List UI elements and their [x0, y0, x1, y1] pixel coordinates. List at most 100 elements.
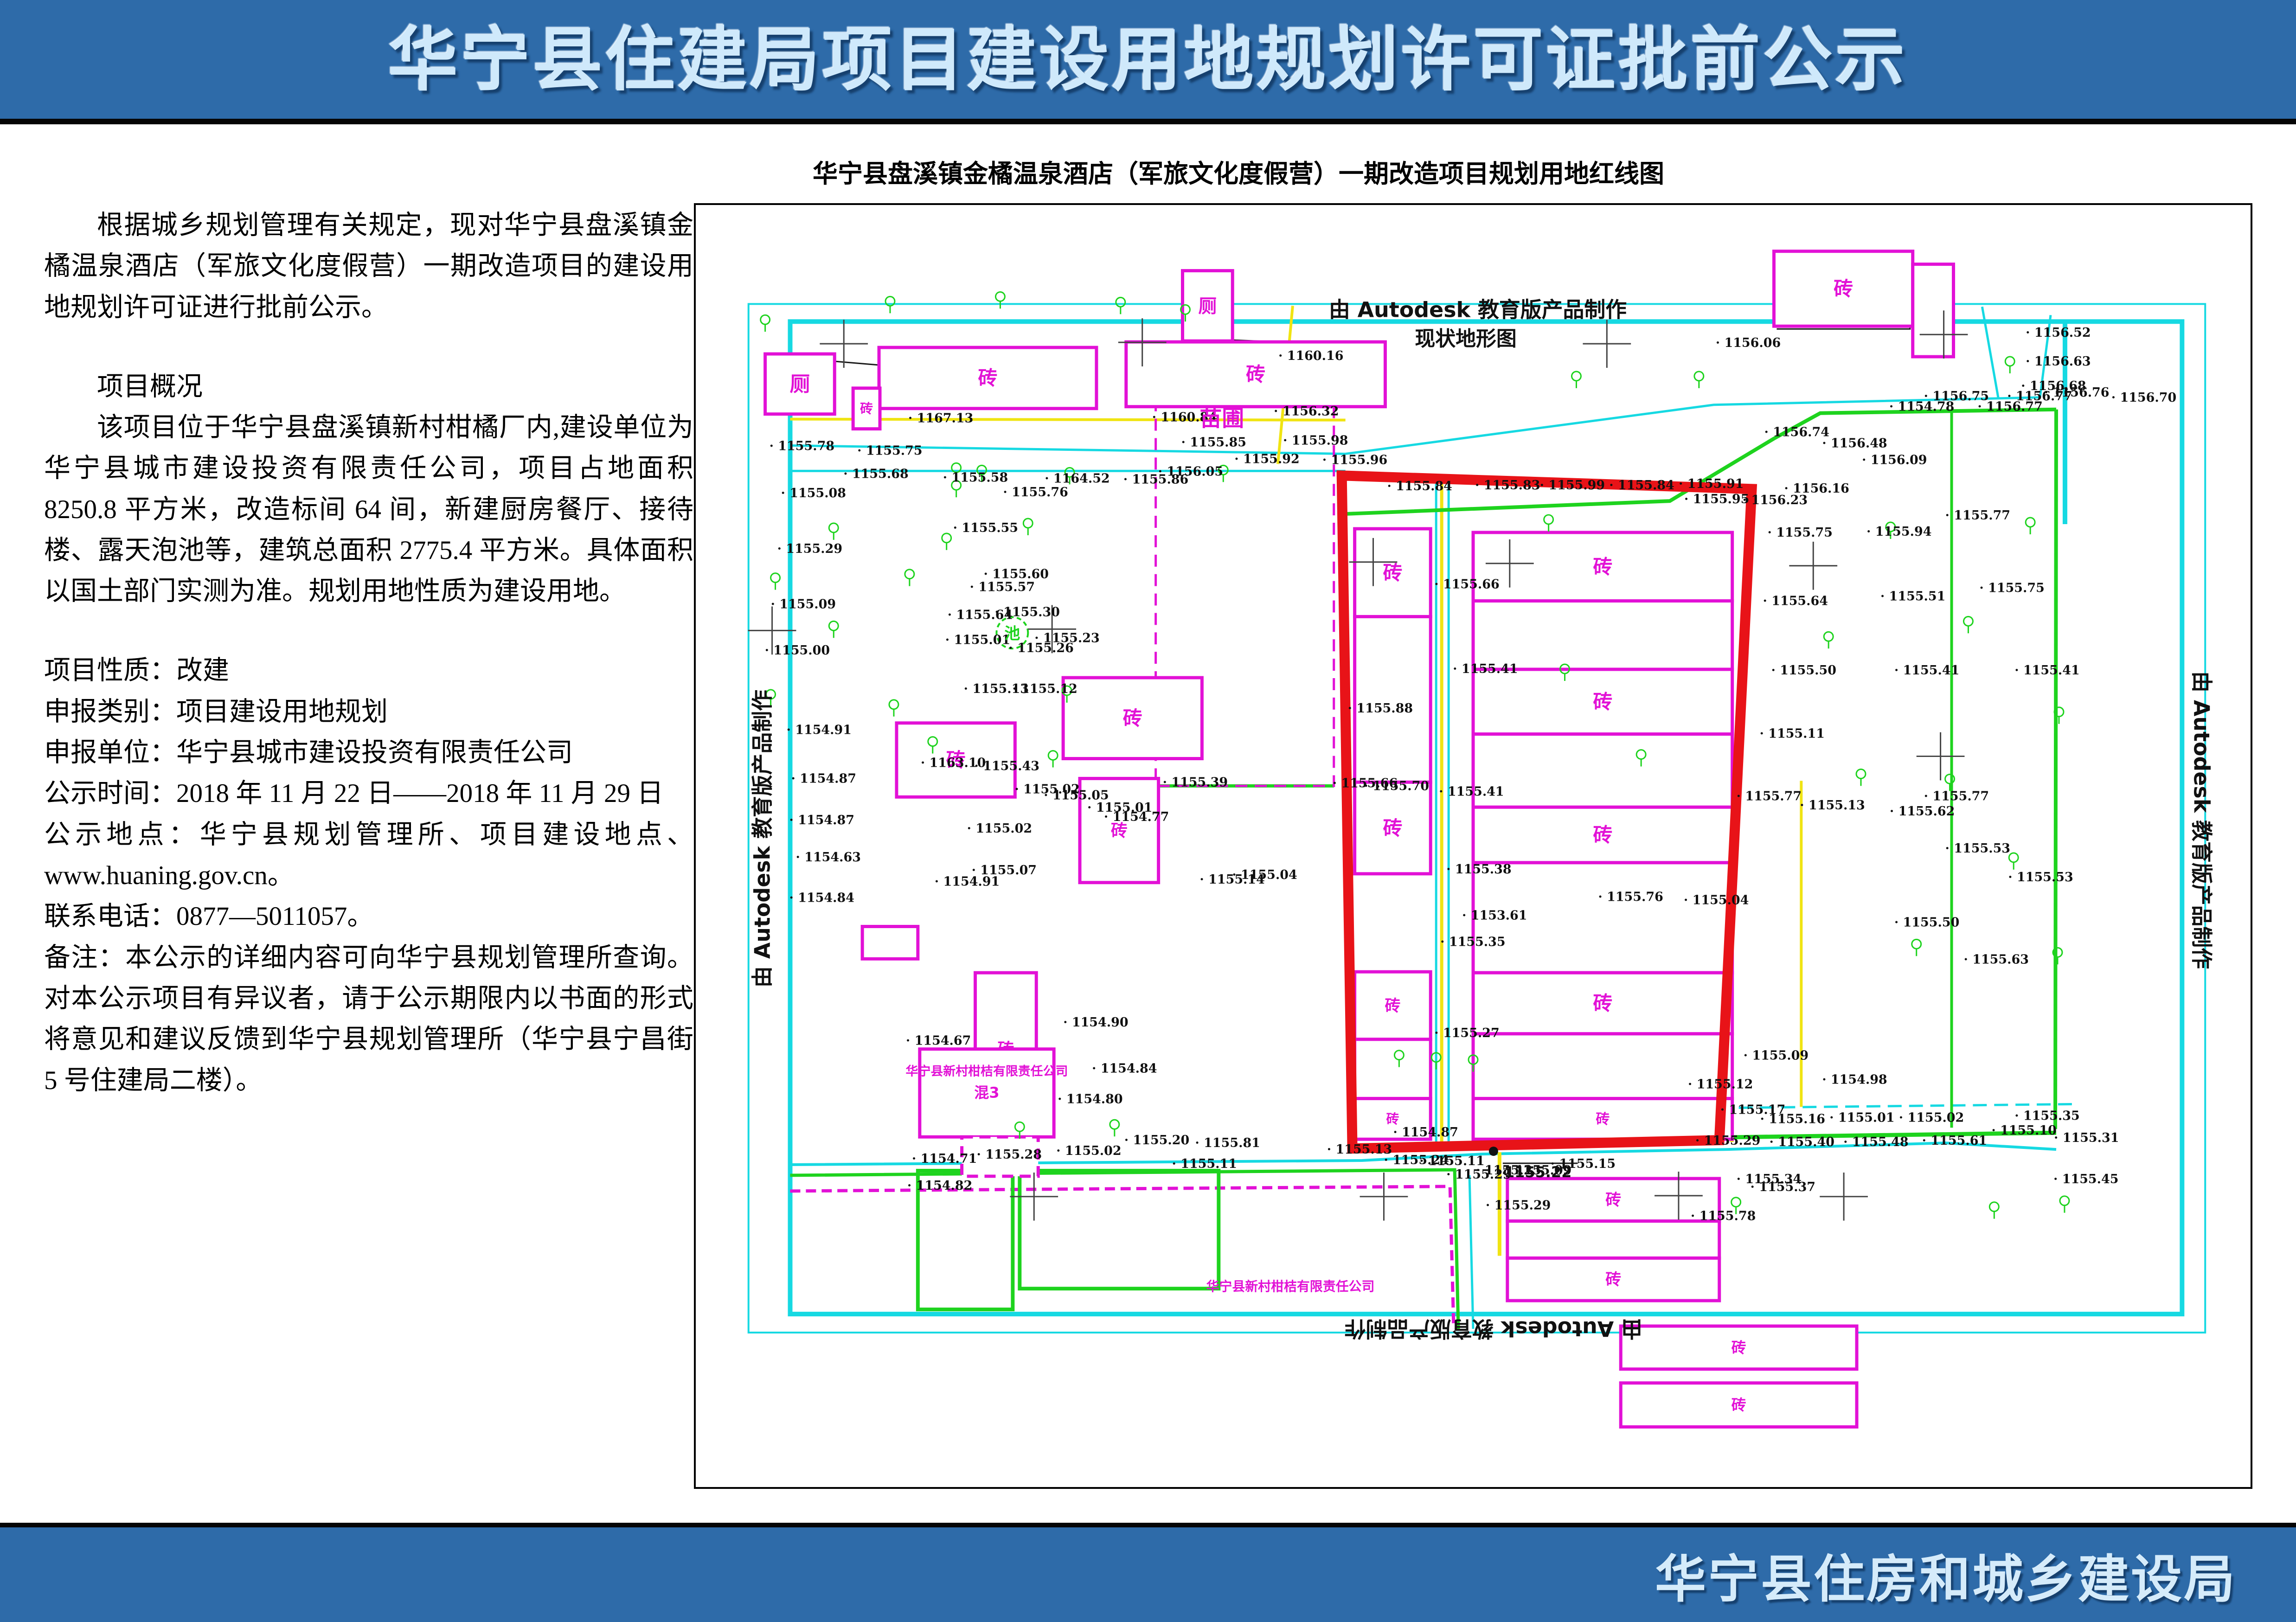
svg-text:· 1155.63: · 1155.63 — [1963, 952, 2028, 967]
svg-text:· 1156.68: · 1156.68 — [2021, 379, 2086, 393]
notice-line-remark: 备注：本公示的详细内容可向华宁县规划管理所查询。对本公示项目有异议者，请于公示期… — [44, 942, 693, 1095]
map-caption: 华宁县盘溪镇金橘温泉酒店（军旅文化度假营）一期改造项目规划用地红线图 — [813, 160, 1664, 188]
svg-text:· 1155.75: · 1155.75 — [1979, 581, 2044, 596]
svg-text:砖: 砖 — [1123, 707, 1142, 730]
svg-text:· 1155.68: · 1155.68 — [843, 467, 908, 481]
svg-text:砖: 砖 — [1605, 1270, 1621, 1289]
svg-text:· 1155.16: · 1155.16 — [1760, 1112, 1825, 1126]
svg-text:· 1155.55: · 1155.55 — [953, 521, 1018, 535]
svg-text:· 1160.84: · 1160.84 — [1152, 410, 1217, 425]
site-plan-map: 厕砖砖砖厕砖砖砖砖砖砖砖砖砖砖砖砖砖砖砖砖砖砖· 1167.13· 1160.8… — [747, 250, 2214, 1429]
svg-text:· 1156.32: · 1156.32 — [1274, 404, 1339, 419]
svg-text:· 1167.13: · 1167.13 — [908, 411, 973, 426]
svg-text:· 1155.99: · 1155.99 — [1540, 478, 1605, 493]
svg-text:· 1154.71: · 1154.71 — [912, 1152, 977, 1166]
svg-text:· 1155.29: · 1155.29 — [1486, 1199, 1551, 1213]
svg-text:· 1155.98: · 1155.98 — [1283, 434, 1348, 448]
svg-text:· 1155.62: · 1155.62 — [1890, 804, 1955, 819]
svg-text:· 1155.66: · 1155.66 — [1333, 776, 1398, 790]
svg-text:· 1155.66: · 1155.66 — [1434, 577, 1499, 592]
svg-text:· 1155.76: · 1155.76 — [1598, 890, 1663, 904]
svg-text:· 1155.81: · 1155.81 — [1195, 1136, 1260, 1150]
svg-text:· 1155.91: · 1155.91 — [1679, 477, 1744, 491]
svg-text:· 1155.88: · 1155.88 — [1348, 701, 1413, 716]
svg-text:· 1155.10: · 1155.10 — [1991, 1123, 2056, 1138]
svg-text:· 1155.28: · 1155.28 — [977, 1148, 1042, 1162]
notice-line-category: 申报类别：项目建设用地规划 — [44, 697, 388, 726]
svg-text:· 1155.23: · 1155.23 — [1034, 631, 1099, 645]
svg-text:· 1155.04: · 1155.04 — [1684, 893, 1749, 908]
svg-text:· 1155.78: · 1155.78 — [1691, 1209, 1756, 1224]
svg-text:砖: 砖 — [1111, 821, 1128, 840]
svg-text:由 Autodesk 教育版产品制作: 由 Autodesk 教育版产品制作 — [1329, 297, 1627, 322]
svg-text:· 1156.23: · 1156.23 — [1743, 493, 1808, 507]
svg-text:池: 池 — [1004, 624, 1020, 642]
svg-text:厕: 厕 — [790, 372, 810, 396]
svg-text:· 1156.09: · 1156.09 — [1862, 453, 1927, 467]
svg-text:· 1155.26: · 1155.26 — [1008, 641, 1073, 655]
svg-text:· 1156.77: · 1156.77 — [1977, 400, 2042, 414]
svg-text:· 1155.84: · 1155.84 — [1609, 478, 1674, 493]
svg-text:· 1155.12: · 1155.12 — [1688, 1077, 1753, 1091]
svg-text:· 1154.82: · 1154.82 — [907, 1179, 972, 1193]
svg-text:砖: 砖 — [1732, 1396, 1746, 1414]
svg-text:· 1155.29: · 1155.29 — [1695, 1134, 1760, 1148]
svg-text:· 1155.43: · 1155.43 — [975, 759, 1039, 773]
svg-text:· 1155.09: · 1155.09 — [771, 597, 836, 611]
svg-text:· 1155.07: · 1155.07 — [972, 863, 1037, 878]
svg-text:· 1155.53: · 1155.53 — [1945, 841, 2010, 856]
svg-text:· 1155.95: · 1155.95 — [1684, 492, 1749, 506]
svg-text:· 1155.25: · 1155.25 — [1476, 1163, 1541, 1178]
svg-text:· 1155.09: · 1155.09 — [1744, 1049, 1809, 1063]
notice-line-applicant: 申报单位：华宁县城市建设投资有限责任公司 — [44, 738, 573, 768]
svg-text:· 1154.67: · 1154.67 — [906, 1034, 971, 1048]
svg-text:· 1155.58: · 1155.58 — [943, 470, 1008, 485]
svg-text:· 1154.80: · 1154.80 — [1058, 1092, 1122, 1106]
svg-text:· 1155.41: · 1155.41 — [1439, 784, 1504, 799]
svg-text:砖: 砖 — [1593, 992, 1612, 1015]
svg-text:砖: 砖 — [1593, 555, 1612, 578]
svg-text:砖: 砖 — [1596, 1111, 1610, 1128]
svg-text:· 1154.78: · 1154.78 — [1889, 400, 1954, 414]
svg-text:· 1155.30: · 1155.30 — [994, 605, 1059, 619]
svg-text:· 1155.51: · 1155.51 — [1880, 590, 1945, 604]
svg-text:1155.22: 1155.22 — [1504, 1163, 1571, 1181]
svg-text:· 1155.38: · 1155.38 — [1446, 862, 1511, 877]
svg-text:由 Autodesk 教育版产品制作: 由 Autodesk 教育版产品制作 — [2189, 671, 2214, 969]
svg-text:· 1155.41: · 1155.41 — [1894, 663, 1959, 678]
svg-text:· 1155.64: · 1155.64 — [948, 608, 1013, 622]
svg-text:· 1155.11: · 1155.11 — [1172, 1157, 1237, 1171]
svg-text:· 1160.16: · 1160.16 — [1278, 349, 1343, 363]
svg-text:· 1154.84: · 1154.84 — [1092, 1062, 1157, 1076]
svg-text:· 1156.77: · 1156.77 — [2007, 389, 2072, 404]
svg-text:· 1155.53: · 1155.53 — [2008, 870, 2073, 885]
svg-text:· 1155.04: · 1155.04 — [1232, 868, 1297, 882]
svg-text:砖: 砖 — [1732, 1339, 1746, 1357]
svg-text:· 1155.01: · 1155.01 — [945, 633, 1010, 647]
svg-text:· 1155.83: · 1155.83 — [1475, 478, 1540, 493]
svg-text:· 1155.09: · 1155.09 — [1507, 1163, 1571, 1178]
svg-text:· 1155.77: · 1155.77 — [1737, 789, 1802, 803]
svg-text:· 1155.11: · 1155.11 — [1419, 1154, 1484, 1168]
svg-text:· 1154.91: · 1154.91 — [787, 723, 852, 737]
svg-text:· 1155.50: · 1155.50 — [1771, 663, 1836, 678]
footer-banner: 华宁县住房和城乡建设局 — [0, 1523, 2296, 1622]
svg-text:· 1155.84: · 1155.84 — [1387, 479, 1452, 494]
svg-text:· 1156.76: · 1156.76 — [2044, 385, 2109, 400]
svg-text:· 1156.75: · 1156.75 — [1924, 389, 1989, 404]
svg-text:· 1155.27: · 1155.27 — [1434, 1026, 1499, 1040]
svg-text:砖: 砖 — [1593, 824, 1612, 846]
svg-text:· 1163.10: · 1163.10 — [921, 756, 986, 770]
svg-text:· 1155.13: · 1155.13 — [1327, 1142, 1392, 1157]
svg-text:· 1155.13: · 1155.13 — [1800, 798, 1865, 813]
svg-text:· 1155.08: · 1155.08 — [781, 486, 846, 500]
notice-line-locations: 公示地点：华宁县规划管理所、项目建设地点、www.huaning.gov.cn。 — [44, 820, 693, 891]
notice-text-column: 根据城乡规划管理有关规定，现对华宁县盘溪镇金橘温泉酒店（军旅文化度假营）一期改造… — [44, 205, 693, 1101]
svg-text:· 1155.29: · 1155.29 — [1446, 1167, 1511, 1182]
svg-text:· 1155.37: · 1155.37 — [1751, 1180, 1815, 1194]
svg-text:· 1155.94: · 1155.94 — [1866, 525, 1931, 539]
svg-text:砖: 砖 — [1593, 691, 1612, 713]
svg-text:· 1155.02: · 1155.02 — [967, 821, 1032, 836]
svg-text:· 1156.52: · 1156.52 — [2026, 326, 2091, 340]
svg-text:· 1155.24: · 1155.24 — [1384, 1153, 1449, 1167]
